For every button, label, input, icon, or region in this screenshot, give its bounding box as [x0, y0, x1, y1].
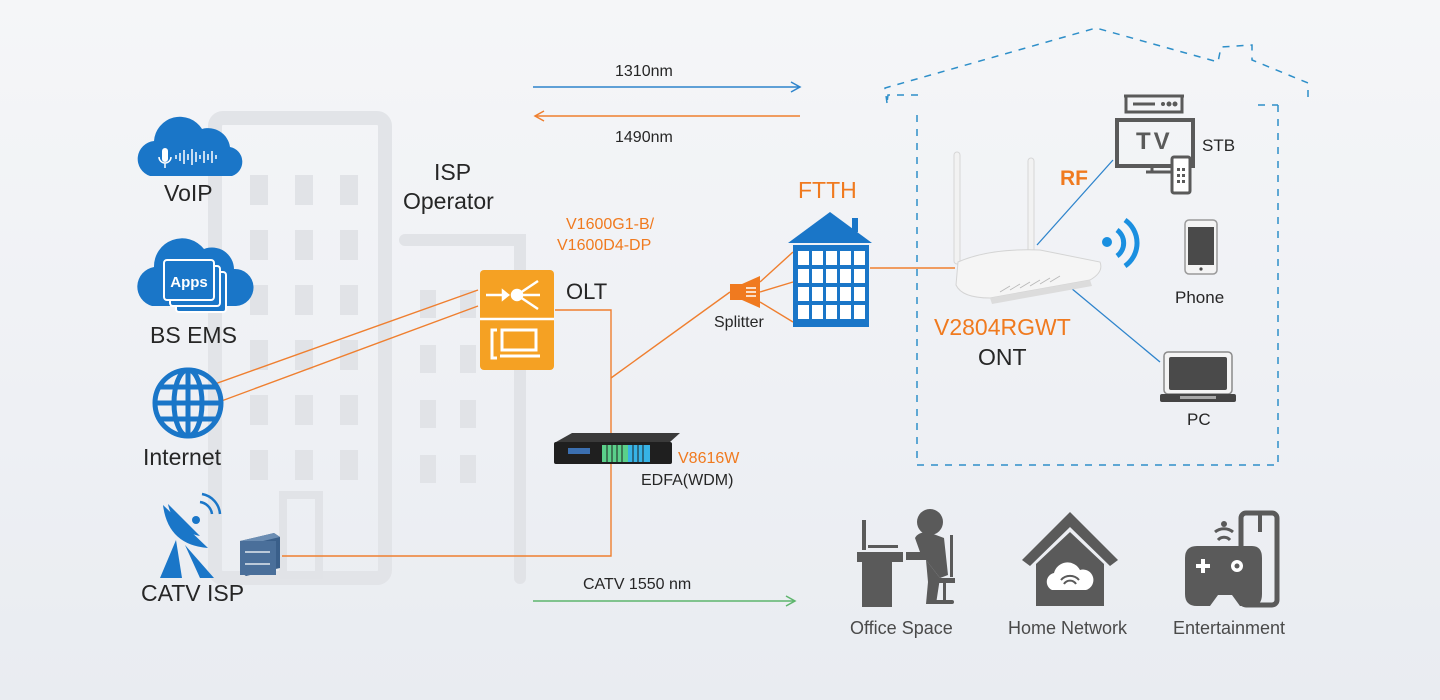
edfa-model-label: V8616W: [678, 450, 740, 467]
cloud-voice-icon: [137, 116, 243, 176]
scenario-office-space-label: Office Space: [850, 618, 953, 638]
home-network-icon: [1022, 512, 1118, 606]
gamepad-icon: [1185, 510, 1280, 608]
pc-label: PC: [1187, 410, 1211, 429]
ont-model-label: V2804RGWT: [934, 314, 1071, 340]
isp-operator-label-line2: Operator: [403, 188, 494, 214]
downstream-wavelength-label: 1490nm: [615, 129, 673, 146]
voip-label: VoIP: [164, 180, 213, 206]
bs-ems-label: BS EMS: [150, 322, 237, 348]
edfa-label: EDFA(WDM): [641, 472, 734, 489]
stb-label: STB: [1202, 136, 1236, 155]
ont-links: [1036, 159, 1161, 363]
catv-isp-label: CATV ISP: [141, 580, 245, 606]
background-building-left: [208, 111, 392, 585]
edfa-device-icon: [554, 433, 680, 464]
phone-label: Phone: [1175, 288, 1225, 307]
cloud-apps-icon: Apps: [137, 238, 254, 313]
splitter-label: Splitter: [714, 314, 764, 331]
tv-stb-icon: [1115, 94, 1195, 195]
wifi-signal-icon: [1102, 217, 1140, 269]
scenario-home-network-label: Home Network: [1008, 618, 1128, 638]
office-worker-icon: [857, 509, 955, 607]
background-building-right: [399, 234, 526, 584]
tv-screen-text: TV: [1136, 128, 1173, 155]
home-dashed-outline: [884, 27, 1309, 466]
ftth-label: FTTH: [798, 177, 857, 203]
ont-label: ONT: [978, 344, 1027, 370]
satellite-dish-icon: [160, 492, 222, 578]
ftth-building-icon: [788, 212, 872, 327]
rf-label: RF: [1060, 167, 1088, 190]
phone-icon: [1184, 219, 1218, 275]
ont-router-icon: [953, 151, 1102, 304]
upstream-wavelength-label: 1310nm: [615, 63, 673, 80]
internet-label: Internet: [143, 444, 221, 470]
laptop-icon: [1160, 351, 1236, 402]
isp-operator-label-line1: ISP: [434, 159, 472, 185]
splitter-icon: [730, 276, 760, 308]
optical-transmitter-icon: [240, 533, 280, 576]
globe-icon: [152, 367, 224, 439]
apps-icon-text: Apps: [170, 274, 208, 291]
olt-device-icon: [480, 270, 554, 370]
scenario-entertainment-label: Entertainment: [1173, 618, 1286, 638]
olt-model-line1: V1600G1-B/: [566, 216, 655, 233]
olt-model-line2: V1600D4-DP: [557, 237, 652, 254]
olt-label: OLT: [566, 279, 608, 304]
catv-wavelength-label: CATV 1550 nm: [583, 576, 692, 593]
